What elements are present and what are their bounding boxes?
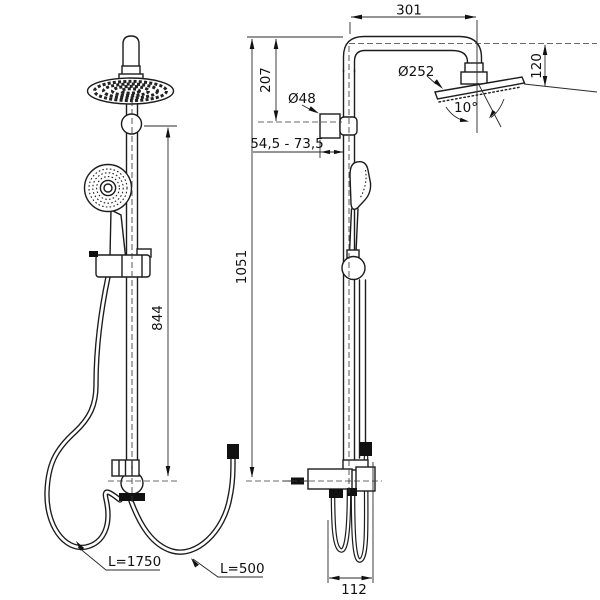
side-hand-hose: [358, 279, 367, 459]
centerlines: [108, 43, 597, 505]
valve-pin: [291, 477, 304, 485]
side-hose-loops: [330, 454, 369, 563]
hose-end-cap-front: [227, 444, 239, 459]
shower-arm: [342, 35, 483, 73]
dim-outlet-hose-length: L=500: [220, 561, 265, 577]
hose-long: [44, 274, 123, 551]
dim-wall-bracket-diameter: Ø48: [288, 91, 316, 107]
slide-rail: [125, 103, 139, 461]
dim-slide-rail-height: 844: [150, 305, 166, 331]
slider-bracket: [89, 248, 152, 278]
side-bracket-knob: [341, 255, 366, 281]
hose-long-leader: [77, 546, 160, 571]
wall-bracket: [319, 113, 358, 139]
hose-end-cap-side: [360, 442, 372, 456]
rain-shower-head: [86, 77, 175, 105]
hand-shower: [83, 163, 133, 257]
dim-tilt-angle: 10°: [454, 100, 478, 116]
dim-arm-projection: 301: [396, 3, 422, 19]
side-view: [283, 35, 526, 563]
dimension-arrows: [76, 14, 548, 581]
hose-connector-left: [329, 489, 343, 498]
dim-wall-distance-range: 54,5 - 73,5: [250, 136, 324, 152]
riser-pipe-top: [122, 35, 140, 71]
hose-short: [128, 456, 236, 555]
rain-head-side: [434, 62, 526, 103]
dimension-labels: 301 120 Ø252 10° Ø48 54,5 - 73,5 207 105…: [108, 3, 545, 599]
front-view: [44, 35, 239, 555]
hose-connector-right: [347, 488, 357, 496]
dim-upper-section-height: 207: [258, 67, 274, 93]
hand-shower-handle: [109, 208, 127, 257]
dim-hand-shower-hose-length: L=1750: [108, 554, 161, 570]
diverter-valve: [283, 459, 376, 498]
dim-total-height: 1051: [234, 250, 250, 284]
hand-shower-side: [341, 160, 372, 281]
dim-bottom-width: 112: [341, 582, 367, 598]
tilt-axis: [477, 82, 502, 128]
hose-short-leader: [192, 558, 263, 578]
wall-bracket-ball: [120, 113, 143, 135]
bracket-clip: [89, 251, 98, 257]
dim-rain-head-diameter: Ø252: [398, 64, 434, 80]
dim-head-drop: 120: [529, 53, 545, 79]
